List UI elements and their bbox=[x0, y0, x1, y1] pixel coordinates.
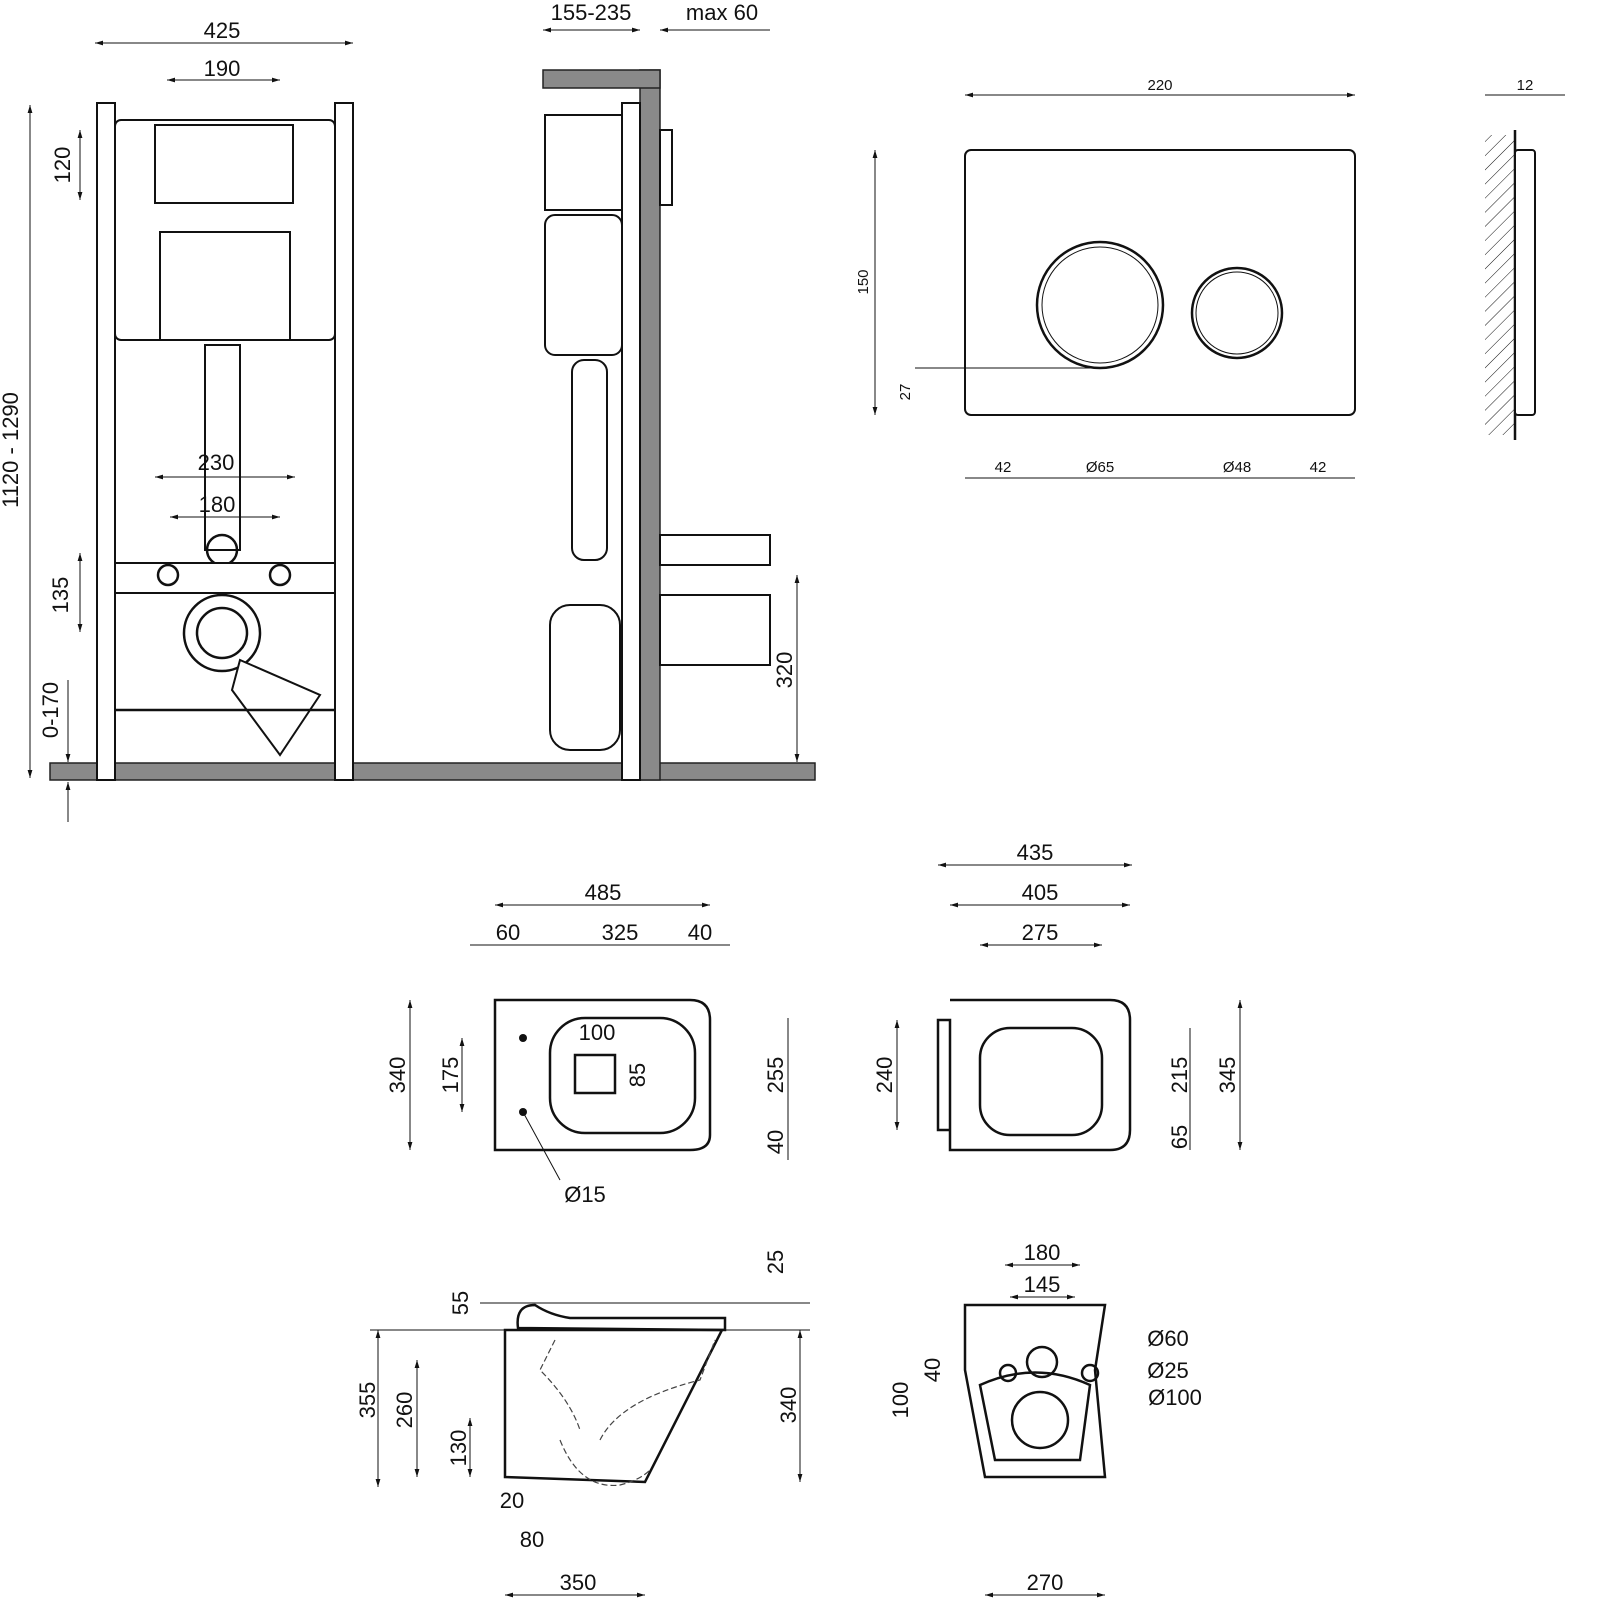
dim-flush-height: 120 bbox=[50, 147, 75, 184]
dim-right-margin: 42 bbox=[1310, 459, 1327, 476]
dim-back-40: 40 bbox=[920, 1358, 945, 1382]
dim-plate-thickness: 12 bbox=[1517, 77, 1534, 94]
dim-stud-inner: 180 bbox=[199, 492, 236, 517]
mount-bar bbox=[114, 562, 336, 594]
dim-rim: 40 bbox=[763, 1130, 788, 1154]
wall bbox=[639, 69, 661, 781]
dim-260: 260 bbox=[392, 1392, 417, 1429]
dim-hole-spacing: 175 bbox=[438, 1057, 463, 1094]
flush-pipe bbox=[204, 344, 241, 551]
flush-plate-view: 220 150 27 42 Ø65 Ø48 42 12 bbox=[855, 77, 1565, 479]
cistern-front bbox=[159, 231, 291, 341]
dim-bowl-length: 485 bbox=[585, 880, 622, 905]
bowl-side-view: 25 55 355 260 130 340 20 80 350 bbox=[355, 1250, 810, 1598]
dim-frame-width: 425 bbox=[204, 18, 241, 43]
dim-opening-height: 85 bbox=[625, 1063, 650, 1087]
dim-bowl-width: 340 bbox=[385, 1057, 410, 1094]
dim-seat-thickness: 25 bbox=[763, 1250, 788, 1274]
dim-bowl-height-back: 340 bbox=[776, 1387, 801, 1424]
dim-325: 325 bbox=[602, 920, 639, 945]
dim-80: 80 bbox=[520, 1527, 544, 1552]
dim-seat-inner-h: 215 bbox=[1167, 1057, 1192, 1094]
frame-side-view bbox=[542, 69, 771, 781]
frame-front-view bbox=[49, 102, 816, 781]
floor bbox=[49, 762, 816, 781]
dim-dia25: Ø25 bbox=[1147, 1358, 1189, 1383]
bowl-top-view: 485 60 325 40 340 175 100 85 255 40 Ø15 bbox=[385, 880, 789, 1207]
dim-pipe-offset: 135 bbox=[48, 577, 73, 614]
dim-outlet-height: 320 bbox=[772, 652, 797, 689]
dim-dia60: Ø60 bbox=[1147, 1326, 1189, 1351]
dim-flush-width: 190 bbox=[204, 56, 241, 81]
dim-wall-max: max 60 bbox=[686, 0, 758, 25]
frame-side-dims: 155-235 max 60 320 bbox=[543, 0, 800, 762]
drain-outlet bbox=[182, 593, 262, 673]
dim-bowl-length-side: 350 bbox=[560, 1570, 597, 1595]
frame-post-left bbox=[96, 102, 116, 781]
flush-window bbox=[154, 124, 294, 204]
dim-floor-adjust: 0-170 bbox=[38, 682, 63, 738]
dim-60: 60 bbox=[496, 920, 520, 945]
dim-seat-mid: 405 bbox=[1022, 880, 1059, 905]
seat-top-view: 435 405 275 240 215 65 345 bbox=[872, 840, 1243, 1152]
dim-seat-outer: 435 bbox=[1017, 840, 1054, 865]
dim-back-100: 100 bbox=[888, 1382, 913, 1419]
dim-opening-width: 100 bbox=[579, 1020, 616, 1045]
dim-frame-height: 1120 - 1290 bbox=[0, 392, 23, 508]
dim-lid: 55 bbox=[448, 1291, 473, 1315]
dim-hole-dia: Ø15 bbox=[564, 1182, 606, 1207]
dim-stud-outer: 230 bbox=[198, 450, 235, 475]
dim-inner: 255 bbox=[763, 1057, 788, 1094]
small-flush-button bbox=[1190, 266, 1284, 360]
dim-20: 20 bbox=[500, 1488, 524, 1513]
frame-post-right bbox=[334, 102, 354, 781]
dim-plate-height: 150 bbox=[855, 269, 872, 294]
dim-button-offset: 27 bbox=[897, 384, 914, 401]
dim-seat-rim: 65 bbox=[1167, 1125, 1192, 1149]
dim-big-button: Ø65 bbox=[1086, 459, 1114, 476]
dim-left-margin: 42 bbox=[995, 459, 1012, 476]
dim-dia100: Ø100 bbox=[1148, 1385, 1202, 1410]
dim-seat-back: 240 bbox=[872, 1057, 897, 1094]
dim-bowl-height: 355 bbox=[355, 1382, 380, 1419]
dim-40: 40 bbox=[688, 920, 712, 945]
dim-back-outer: 180 bbox=[1024, 1240, 1061, 1265]
dim-small-button: Ø48 bbox=[1223, 459, 1251, 476]
dim-back-width: 270 bbox=[1027, 1570, 1064, 1595]
frame-front-dims: 425 190 120 1120 - 1290 230 180 135 0-17… bbox=[0, 18, 353, 822]
dim-seat-inner: 275 bbox=[1022, 920, 1059, 945]
dim-back-inner: 145 bbox=[1024, 1272, 1061, 1297]
dim-130: 130 bbox=[446, 1430, 471, 1467]
bowl-back-view: 180 145 Ø60 40 Ø25 100 Ø100 270 bbox=[888, 1240, 1202, 1598]
dim-plate-width: 220 bbox=[1147, 77, 1172, 94]
outlet bbox=[1010, 1390, 1070, 1450]
dim-frame-depth: 155-235 bbox=[551, 0, 632, 25]
dim-seat-outer-h: 345 bbox=[1215, 1057, 1240, 1094]
